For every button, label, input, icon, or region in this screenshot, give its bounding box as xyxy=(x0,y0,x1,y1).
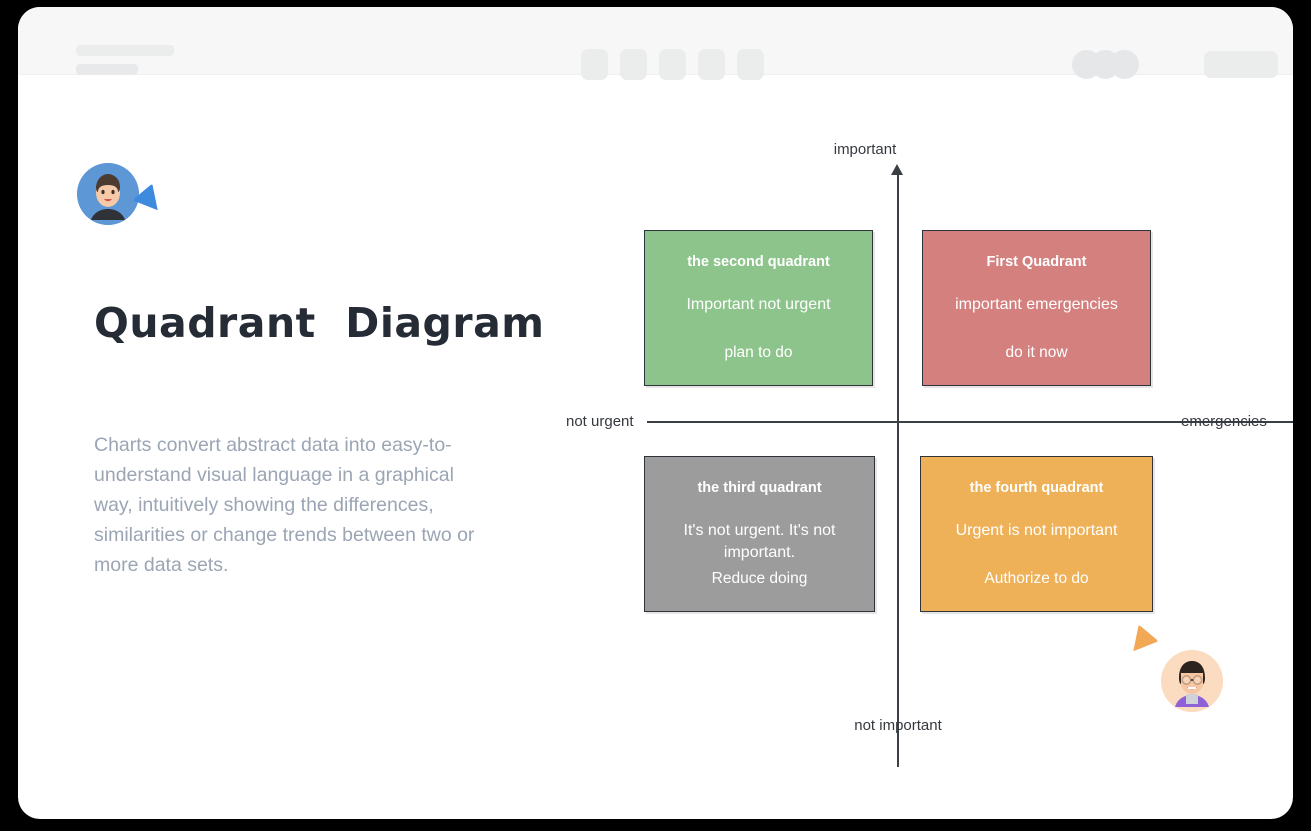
quadrant-subtitle: Important not urgent xyxy=(686,296,831,313)
toolbar-action-button[interactable] xyxy=(1204,51,1278,78)
toolbar-tool-button-5[interactable] xyxy=(737,49,764,80)
quadrant-action: do it now xyxy=(1005,344,1068,361)
axis-label-not-important: not important xyxy=(854,717,942,734)
toolbar-tool-button-3[interactable] xyxy=(659,49,686,80)
axis-label-emergencies: emergencies xyxy=(1181,413,1267,430)
axis-arrow-up-icon xyxy=(891,164,903,175)
quadrant-box-fourth[interactable]: the fourth quadrant Urgent is not import… xyxy=(920,456,1153,612)
quadrant-action: Reduce doing xyxy=(711,570,808,587)
quadrant-box-first[interactable]: First Quadrant important emergencies do … xyxy=(922,230,1151,386)
collaborator-avatar-3[interactable] xyxy=(1110,50,1139,79)
page-description: Charts convert abstract data into easy-t… xyxy=(94,434,475,576)
toolbar-tool-button-1[interactable] xyxy=(581,49,608,80)
page-title: Quadrant Diagram xyxy=(94,299,545,347)
quadrant-box-third[interactable]: the third quadrant It's not urgent. It's… xyxy=(644,456,875,612)
presenter-avatar[interactable] xyxy=(77,163,139,225)
viewer-avatar[interactable] xyxy=(1161,650,1223,712)
axis-label-important: important xyxy=(833,141,897,158)
viewer-cursor-icon xyxy=(1123,624,1159,660)
toolbar-title-placeholder-primary xyxy=(76,45,174,56)
horizontal-axis xyxy=(647,421,1293,423)
quadrant-title: First Quadrant xyxy=(986,254,1087,270)
quadrant-box-second[interactable]: the second quadrant Important not urgent… xyxy=(644,230,873,386)
quadrant-chart: important not important not urgent emerg… xyxy=(548,75,1293,819)
quadrant-action: Authorize to do xyxy=(984,570,1089,587)
toolbar-tool-button-4[interactable] xyxy=(698,49,725,80)
axis-label-not-urgent: not urgent xyxy=(566,413,634,430)
toolbar-tool-group xyxy=(581,49,764,80)
quadrant-subtitle: It's not urgent. It's not important. xyxy=(683,522,836,561)
toolbar-tool-button-2[interactable] xyxy=(620,49,647,80)
app-window: Quadrant Diagram Charts convert abstract… xyxy=(18,7,1293,819)
quadrant-title: the fourth quadrant xyxy=(969,480,1104,496)
quadrant-title: the second quadrant xyxy=(687,254,830,270)
quadrant-action: plan to do xyxy=(724,344,793,361)
viewer-badge xyxy=(1123,624,1238,712)
presenter-badge xyxy=(77,163,183,233)
app-toolbar xyxy=(18,7,1293,80)
quadrant-title: the third quadrant xyxy=(697,480,822,496)
quadrant-subtitle: important emergencies xyxy=(955,296,1118,313)
left-panel: Quadrant Diagram Charts convert abstract… xyxy=(18,75,578,819)
toolbar-title-placeholder-secondary xyxy=(76,64,138,75)
quadrant-subtitle: Urgent is not important xyxy=(955,522,1118,539)
vertical-axis xyxy=(897,172,899,767)
